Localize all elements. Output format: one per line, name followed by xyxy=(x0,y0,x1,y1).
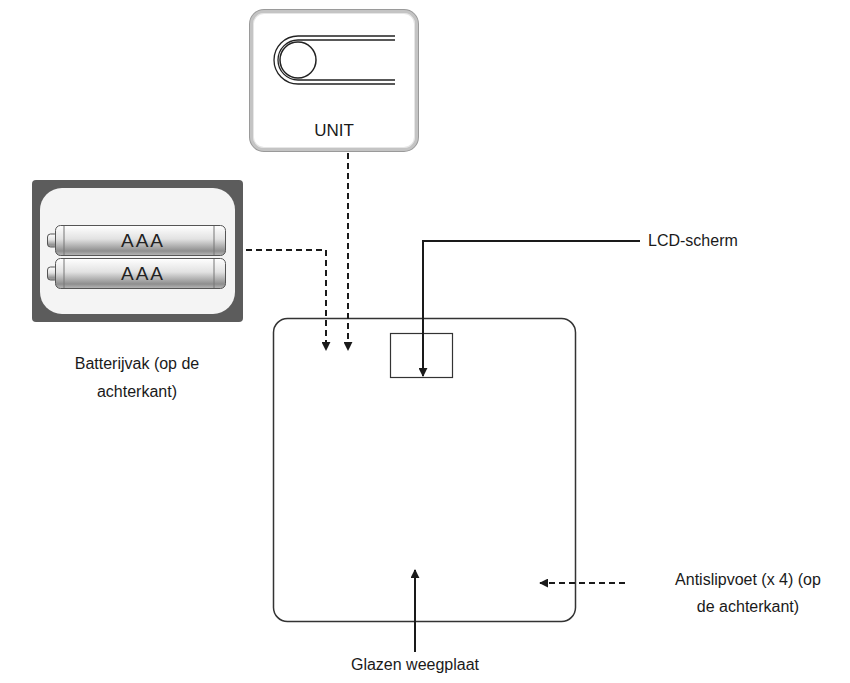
battery-compartment: Batterijvak (op de achterkant)AAAAAA xyxy=(32,180,243,322)
foot-leader xyxy=(540,582,625,584)
lcd-display xyxy=(391,334,453,378)
foot-callout: Antislipvoet (x 4) (op de achterkant) xyxy=(668,566,828,620)
unit-leader xyxy=(347,153,349,350)
button-label: UNIT xyxy=(253,121,415,141)
battery-type: AAA xyxy=(58,257,228,290)
lcd-callout: LCD-scherm xyxy=(648,227,768,254)
compartment-heading: Batterijvak (op de achterkant) xyxy=(62,350,212,406)
platform-leader xyxy=(414,570,416,652)
battery: AAA xyxy=(46,257,228,290)
battery-type: AAA xyxy=(58,224,228,257)
glass-platform xyxy=(274,319,576,622)
lcd-leader xyxy=(423,241,640,376)
battery-leader xyxy=(246,250,326,350)
unit-button-panel: UNIT xyxy=(250,10,418,151)
battery: AAA xyxy=(46,224,228,257)
platform-callout: Glazen weegplaat xyxy=(335,653,495,677)
